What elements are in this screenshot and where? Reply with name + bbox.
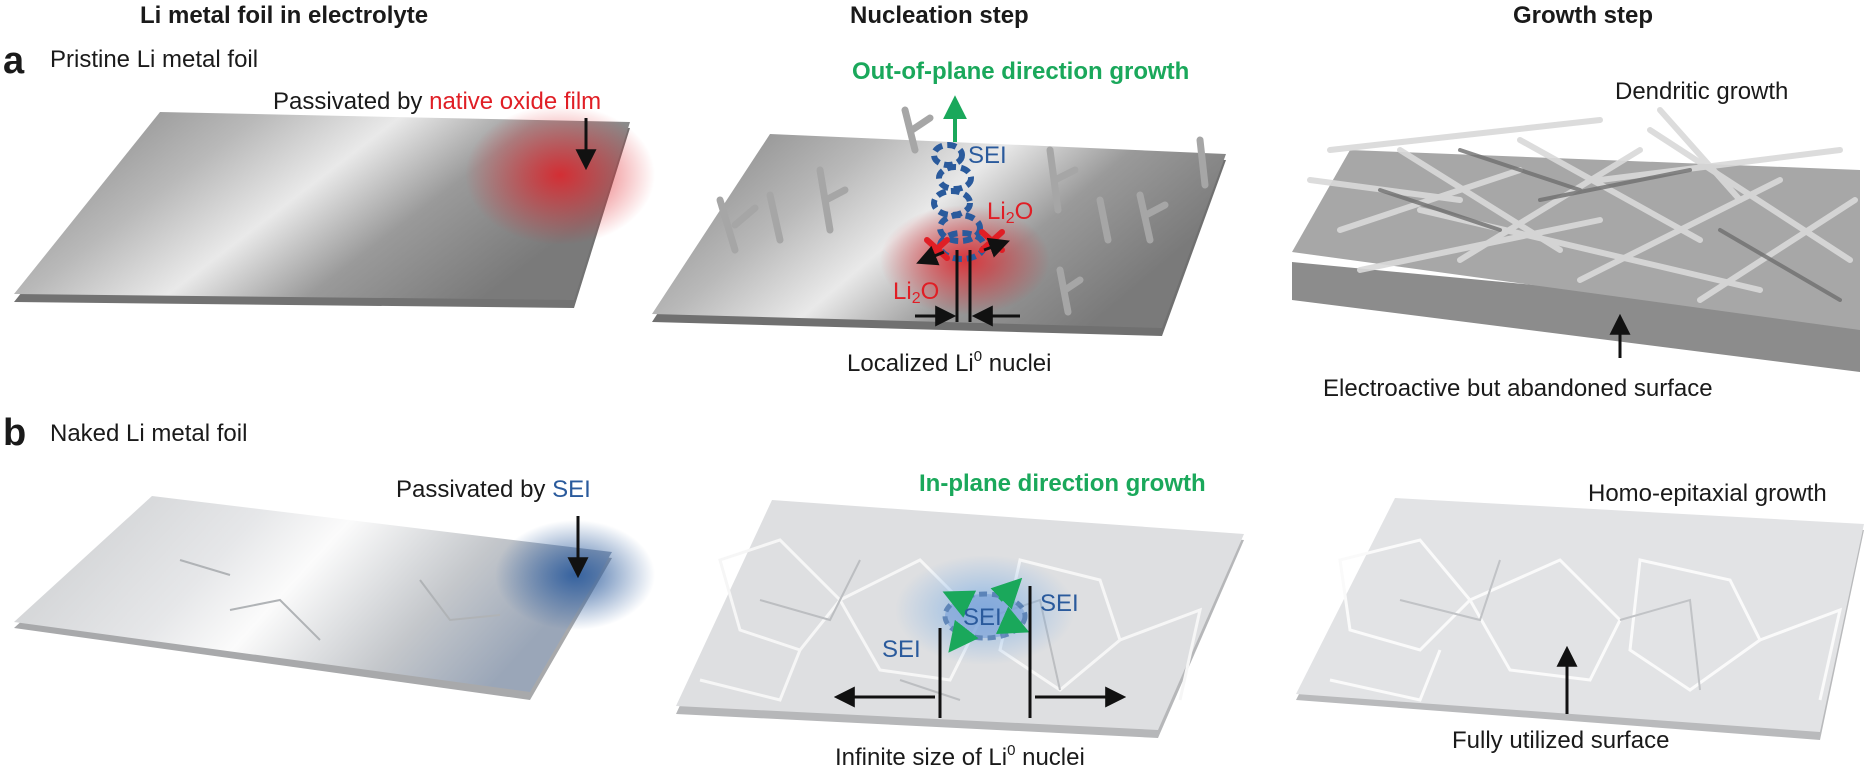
panel-letter-b: b	[3, 412, 27, 454]
growth-direction-a: Out-of-plane direction growth	[852, 58, 1190, 85]
foil-b2	[676, 500, 1244, 738]
panel-a-title: Pristine Li metal foil	[50, 46, 259, 73]
fully-utilized-label: Fully utilized surface	[1452, 727, 1670, 754]
foil-b3	[1296, 498, 1864, 740]
sei-label-a: SEI	[968, 142, 1007, 169]
column-header-3: Growth step	[1513, 2, 1654, 29]
passivated-label-b: Passivated by SEI	[396, 476, 591, 503]
localized-nuclei-label: Localized Li0 nuclei	[847, 348, 1052, 377]
oxide-label-upper: Li2O	[987, 198, 1034, 227]
panel-b-title: Naked Li metal foil	[50, 420, 248, 447]
column-header-1: Li metal foil in electrolyte	[140, 2, 429, 29]
sei-label-b-right: SEI	[1040, 590, 1079, 617]
foil-b1	[14, 496, 655, 700]
infinite-nuclei-label: Infinite size of Li0 nuclei	[835, 742, 1085, 771]
abandoned-surface-label: Electroactive but abandoned surface	[1323, 375, 1713, 402]
sei-label-b-center: SEI	[963, 604, 1002, 631]
sei-label-b-left: SEI	[882, 636, 921, 663]
foil-a2	[652, 95, 1226, 336]
passivated-label-a: Passivated by native oxide film	[273, 88, 602, 115]
oxide-label-lower: Li2O	[893, 278, 940, 307]
column-header-2: Nucleation step	[850, 2, 1029, 29]
dendritic-growth-label: Dendritic growth	[1615, 78, 1789, 105]
homo-epitaxial-label: Homo-epitaxial growth	[1588, 480, 1827, 507]
panel-letter-a: a	[3, 40, 25, 82]
foil-a1	[14, 105, 655, 308]
growth-direction-b: In-plane direction growth	[919, 470, 1206, 497]
dendrite-block	[1292, 107, 1860, 372]
